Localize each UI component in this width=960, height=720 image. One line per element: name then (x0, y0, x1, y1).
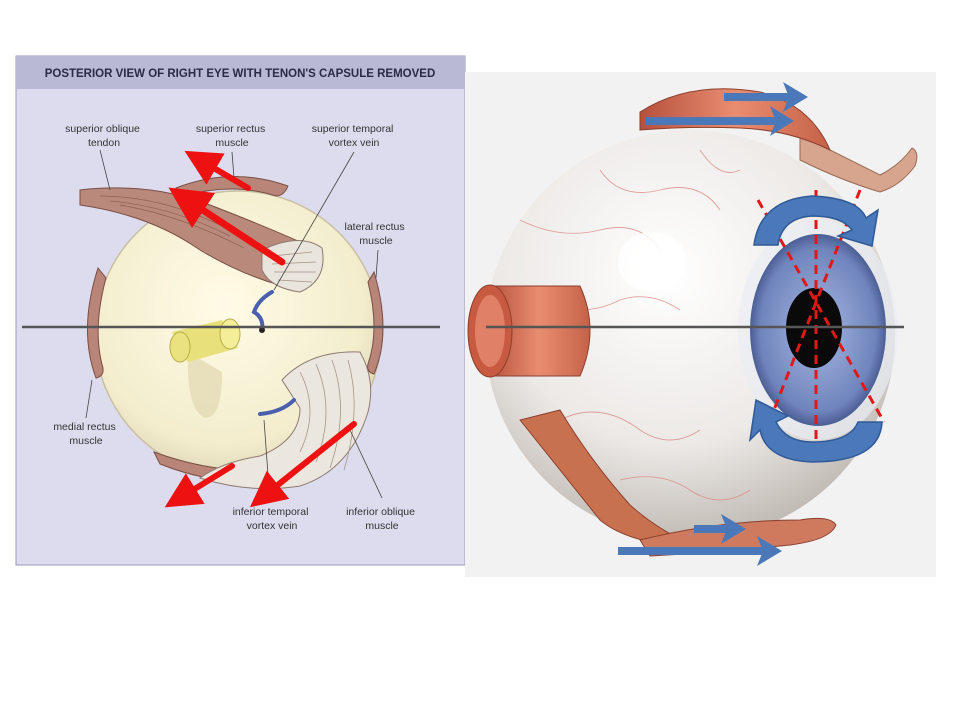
inferior-muscle-arrow-upper (694, 514, 746, 544)
superior-oblique-tendon-3d (799, 134, 918, 193)
label-lateral-rectus-muscle: lateral rectus muscle (344, 221, 407, 247)
label-superior-oblique-tendon: superior oblique tendon (65, 123, 143, 149)
superior-temporal-vortex-vein (251, 290, 274, 332)
inferior-rectus-pull-arrow (164, 463, 235, 508)
left-panel: POSTERIOR VIEW OF RIGHT EYE WITH TENON'S… (15, 55, 466, 566)
label-superior-temporal-vortex-vein: superior temporal vortex vein (312, 123, 397, 149)
lower-torsion-arrow (748, 398, 883, 463)
right-panel (465, 72, 936, 577)
intorsion-axis-line (768, 189, 862, 421)
lateral-rectus-3d (467, 284, 591, 378)
superior-rectus-pull-arrow (184, 150, 251, 191)
blue-straight-arrows (618, 82, 808, 566)
left-panel-header-bar (16, 56, 465, 89)
superior-muscle-arrow-upper (724, 82, 808, 112)
inferior-muscle-arrow-lower (618, 536, 782, 566)
superior-muscle-arrow-lower (646, 106, 794, 136)
inferior-oblique-pull-arrow (249, 421, 357, 508)
red-action-arrows (164, 150, 357, 508)
extorsion-axis-line (756, 199, 886, 423)
optic-nerve (169, 318, 241, 363)
label-inferior-temporal-vortex-vein: inferior temporal vortex vein (233, 506, 312, 532)
eyeball-highlight (618, 232, 686, 292)
inferior-temporal-vortex-vein (258, 398, 296, 416)
inferior-oblique-muscle (198, 351, 372, 490)
label-inferior-oblique-muscle: inferior oblique muscle (346, 506, 418, 532)
upper-torsion-arrow (753, 195, 880, 247)
superior-oblique-pull-arrow (168, 187, 286, 266)
label-superior-rectus-muscle: superior rectus muscle (196, 123, 268, 149)
left-panel-heading: POSTERIOR VIEW OF RIGHT EYE WITH TENON'S… (45, 68, 436, 80)
superior-vortex-vein-exit (259, 327, 265, 333)
optic-nerve-shadow (187, 352, 222, 418)
medial-rectus-muscle (86, 266, 107, 379)
label-medial-rectus-muscle: medial rectus muscle (53, 421, 118, 447)
lateral-rectus-muscle (367, 270, 384, 375)
